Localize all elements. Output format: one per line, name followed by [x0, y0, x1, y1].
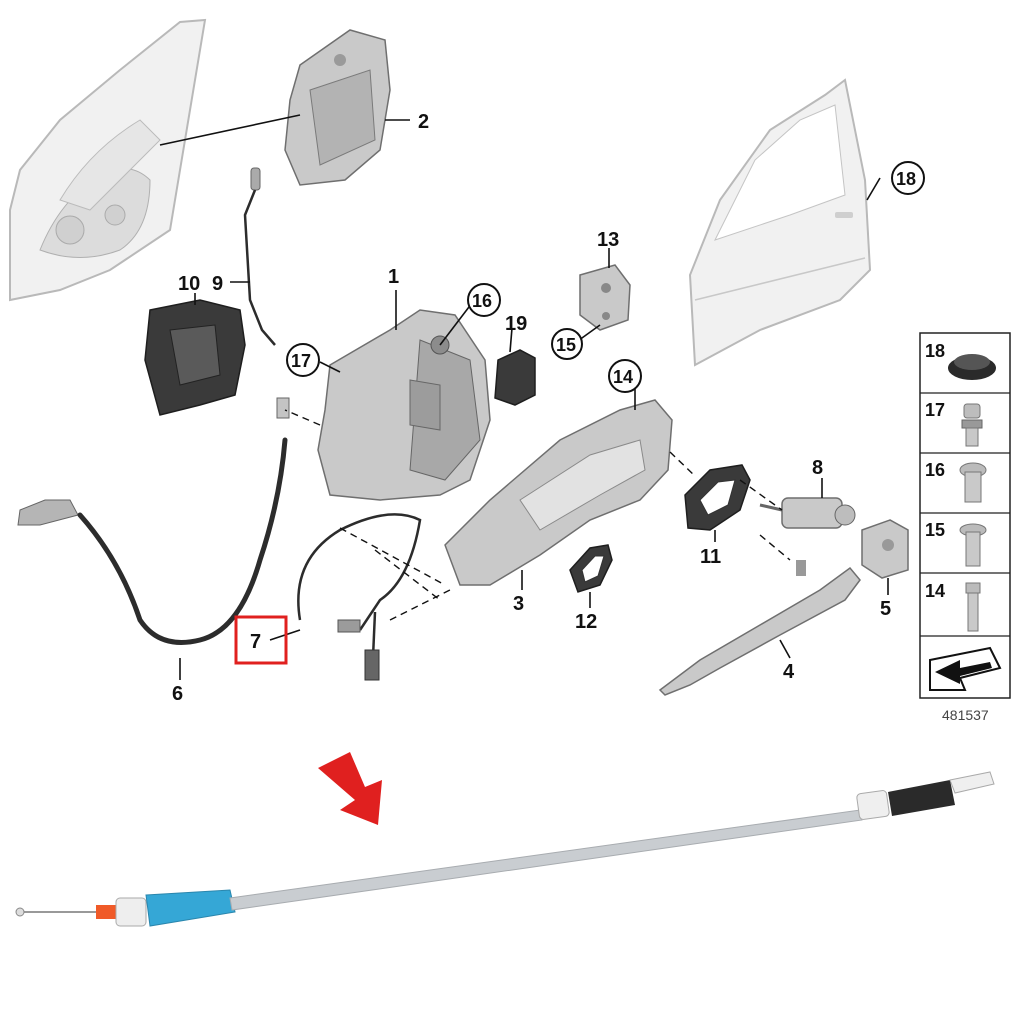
- door-illustration: [688, 78, 872, 367]
- callout-9: 9: [212, 273, 223, 295]
- callout-3: 3: [513, 593, 524, 615]
- callout-11: 11: [700, 546, 721, 568]
- torx-screw-icon: [959, 462, 987, 503]
- callout-2: 2: [418, 111, 429, 133]
- part-13-striker: [579, 264, 631, 331]
- callout-8: 8: [812, 457, 823, 479]
- pointer-arrow-icon: [318, 752, 382, 825]
- fastener-legend: 18 17 16 15 14 481537: [919, 332, 1011, 723]
- part-1-door-lock: [317, 309, 491, 501]
- legend-number-18: 18: [925, 341, 945, 361]
- legend-number-15: 15: [925, 520, 945, 540]
- part-8-lock-cylinder: [759, 497, 856, 529]
- product-cable-image: [15, 771, 995, 927]
- part-19-cover: [494, 349, 536, 406]
- callout-16: 16: [472, 291, 492, 311]
- callout-1: 1: [388, 266, 399, 288]
- door-frame-illustration: [9, 18, 207, 302]
- arrow-symbol-icon: [929, 646, 1002, 691]
- diagram-number: 481537: [942, 707, 989, 723]
- part-9-rod: [243, 167, 276, 346]
- flat-screw-icon: [959, 523, 987, 567]
- callout-18: 18: [896, 169, 916, 189]
- part-5-end-cap: [861, 519, 909, 579]
- legend-number-17: 17: [925, 400, 945, 420]
- part-11-gasket: [684, 464, 751, 531]
- part-3-handle-carrier: [444, 399, 673, 586]
- grommet-icon: [948, 354, 996, 380]
- callout-7: 7: [250, 631, 261, 653]
- part-2-lock-module: [284, 29, 391, 186]
- clip-screw-icon: [961, 403, 983, 447]
- assembly-lines: [284, 409, 791, 621]
- callout-19: 19: [505, 313, 527, 335]
- part-7-bowden-cable: [297, 513, 422, 681]
- part-10-bracket: [144, 299, 246, 416]
- callout-5: 5: [880, 598, 891, 620]
- callouts: 1 2 3 4 5 6 8 9 10 11 12 13 16 19 15 14 …: [172, 111, 925, 705]
- callout-6: 6: [172, 683, 183, 705]
- callout-15: 15: [556, 335, 576, 355]
- callout-12: 12: [575, 611, 597, 633]
- callout-14: 14: [613, 367, 633, 387]
- highlight-box-7: [234, 615, 288, 665]
- legend-number-14: 14: [925, 581, 945, 601]
- callout-4: 4: [783, 661, 795, 683]
- part-6-cable: [17, 397, 290, 645]
- part-4-outer-handle: [658, 560, 861, 696]
- hex-bolt-icon: [965, 582, 981, 632]
- callout-13: 13: [597, 229, 619, 251]
- callout-17: 17: [291, 351, 311, 371]
- legend-number-16: 16: [925, 460, 945, 480]
- callout-10: 10: [178, 273, 200, 295]
- part-12-gasket: [569, 544, 613, 593]
- leader-lines: [159, 114, 889, 680]
